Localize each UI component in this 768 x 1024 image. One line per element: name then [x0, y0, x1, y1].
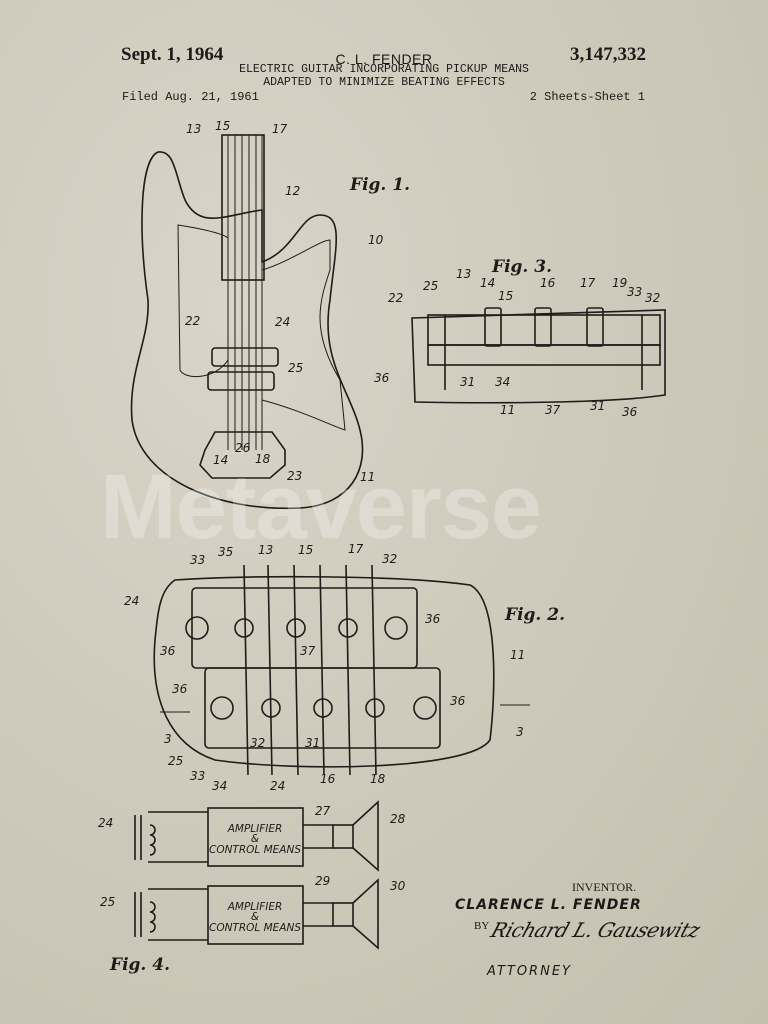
fig3-reference-numerals: 13 14 16 17 19 33 32 25 15 22 36 31 34 1…	[164, 267, 660, 746]
ref-numeral: 11	[510, 648, 525, 662]
ref-numeral: 36	[450, 694, 466, 708]
ref-numeral: 32	[250, 736, 265, 750]
ref-numeral: 26	[235, 441, 251, 455]
ref-numeral: 30	[390, 879, 406, 893]
inventor-short: C. L. FENDER	[335, 51, 433, 67]
watermark: Metaverse	[100, 456, 542, 558]
ref-numeral: 36	[425, 612, 441, 626]
ref-numeral: 22	[388, 291, 403, 305]
fig4-caption: Fig. 4.	[109, 955, 170, 975]
fig2-caption: Fig. 2.	[504, 605, 565, 625]
ref-numeral: 25	[423, 279, 438, 293]
ref-numeral: 18	[370, 772, 386, 786]
ref-numeral: 16	[320, 772, 336, 786]
ref-numeral: 12	[285, 184, 300, 198]
ref-numeral: 14	[213, 453, 228, 467]
ref-numeral: 31	[460, 375, 475, 389]
inventor-name: CLARENCE L. FENDER	[455, 897, 642, 913]
ref-numeral: 32	[382, 552, 397, 566]
ref-numeral: 18	[255, 452, 271, 466]
ref-numeral: 34	[212, 779, 227, 793]
ref-numeral: 29	[315, 874, 330, 888]
ref-numeral: 35	[218, 545, 233, 559]
inventor-caption: INVENTOR.	[572, 880, 637, 894]
ref-numeral: 13	[186, 122, 201, 136]
ref-numeral: 36	[622, 405, 638, 419]
filed-date: Filed Aug. 21, 1961	[122, 90, 259, 104]
fig2-pickups: Fig. 2.	[153, 564, 565, 776]
fig4-circuits: AMPLIFIER & CONTROL MEANS AMPLIFIER & CO…	[98, 800, 406, 975]
ref-numeral: 11	[360, 470, 375, 484]
ref-numeral: 36	[160, 644, 176, 658]
fig3-caption: Fig. 3.	[491, 257, 552, 277]
section-marker: 3	[516, 725, 524, 739]
fig1-caption: Fig. 1.	[349, 175, 410, 195]
ref-numeral: 31	[305, 736, 320, 750]
ref-numeral: 37	[300, 644, 316, 658]
ref-numeral: 15	[298, 543, 313, 557]
ref-numeral: 11	[500, 403, 515, 417]
by-label: BY	[474, 920, 490, 932]
patent-date: Sept. 1, 1964	[121, 44, 224, 65]
ref-numeral: 33	[190, 769, 205, 783]
ref-numeral: 34	[495, 375, 510, 389]
title-line-1: ELECTRIC GUITAR INCORPORATING PICKUP MEA…	[239, 63, 529, 76]
ref-numeral: 15	[498, 289, 513, 303]
ref-numeral: 10	[368, 233, 384, 247]
ref-numeral: 25	[168, 754, 183, 768]
ref-numeral: 28	[390, 812, 406, 826]
ref-numeral: 22	[185, 314, 200, 328]
ref-numeral: 36	[172, 682, 188, 696]
amplifier-label: AMPLIFIER	[227, 901, 283, 913]
amplifier-label: &	[251, 833, 259, 845]
ref-numeral: 14	[480, 276, 495, 290]
ref-numeral: 27	[315, 804, 331, 818]
ref-numeral: 31	[590, 399, 605, 413]
amplifier-label: AMPLIFIER	[227, 823, 283, 835]
ref-numeral: 24	[270, 779, 285, 793]
ref-numeral: 24	[98, 816, 113, 830]
ref-numeral: 15	[215, 119, 230, 133]
fig1-guitar	[130, 134, 364, 510]
patent-number: 3,147,332	[570, 44, 646, 65]
title-line-2: ADAPTED TO MINIMIZE BEATING EFFECTS	[263, 76, 505, 89]
sheet-count: 2 Sheets-Sheet 1	[529, 90, 645, 104]
ref-numeral: 16	[540, 276, 556, 290]
ref-numeral: 24	[275, 315, 290, 329]
amplifier-label: &	[251, 911, 259, 923]
amplifier-label: CONTROL MEANS	[209, 844, 301, 856]
ref-numeral: 17	[580, 276, 596, 290]
amplifier-label: CONTROL MEANS	[209, 922, 301, 934]
fig1-reference-numerals: 13 15 17 12 10 22 24 25 26 14 18 23 11 F…	[185, 119, 410, 484]
ref-numeral: 33	[627, 285, 642, 299]
ref-numeral: 37	[545, 403, 561, 417]
ref-numeral: 23	[287, 469, 302, 483]
ref-numeral: 36	[374, 371, 390, 385]
fig3-cross-section: Fig. 3.	[411, 257, 666, 404]
fig2-reference-numerals: 33 35 13 15 17 32 24 36 36 37 36 36 11 2…	[124, 542, 525, 793]
ref-numeral: 19	[612, 276, 627, 290]
attorney-signature: Richard L. Gausewitz	[488, 918, 703, 942]
ref-numeral: 13	[456, 267, 471, 281]
ref-numeral: 33	[190, 553, 205, 567]
ref-numeral: 25	[100, 895, 115, 909]
ref-numeral: 32	[645, 291, 660, 305]
section-marker: 3	[164, 732, 172, 746]
ref-numeral: 17	[348, 542, 364, 556]
ref-numeral: 13	[258, 543, 273, 557]
ref-numeral: 17	[272, 122, 288, 136]
ref-numeral: 25	[288, 361, 303, 375]
attorney-caption: ATTORNEY	[487, 964, 572, 979]
ref-numeral: 24	[124, 594, 139, 608]
